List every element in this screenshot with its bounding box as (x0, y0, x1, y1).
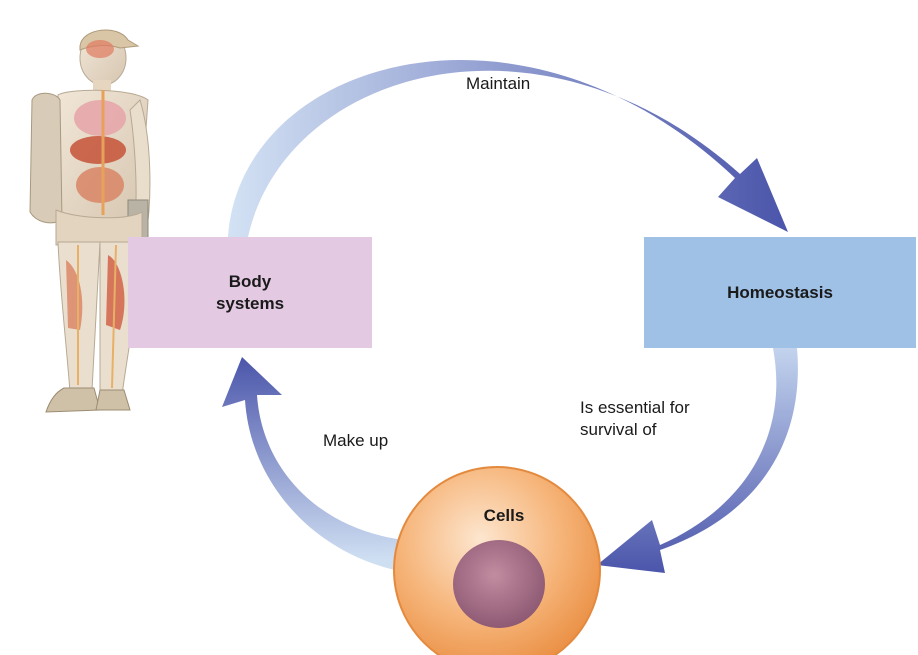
body-systems-box: Body systems (128, 237, 372, 348)
human-anatomy-figure-icon (29, 29, 151, 413)
make-up-edge-label: Make up (323, 431, 389, 450)
homeostasis-box: Homeostasis (644, 237, 916, 348)
arrow-make-up (222, 357, 405, 570)
body-systems-label: Body systems (215, 271, 285, 313)
essential-edge-label: Is essential for survival of (580, 398, 690, 439)
arrow-essential (597, 348, 798, 573)
maintain-edge-label: Maintain (466, 74, 531, 93)
cells-label: Cells (483, 506, 525, 525)
homeostasis-label: Homeostasis (727, 282, 833, 302)
cell-illustration (393, 466, 601, 655)
